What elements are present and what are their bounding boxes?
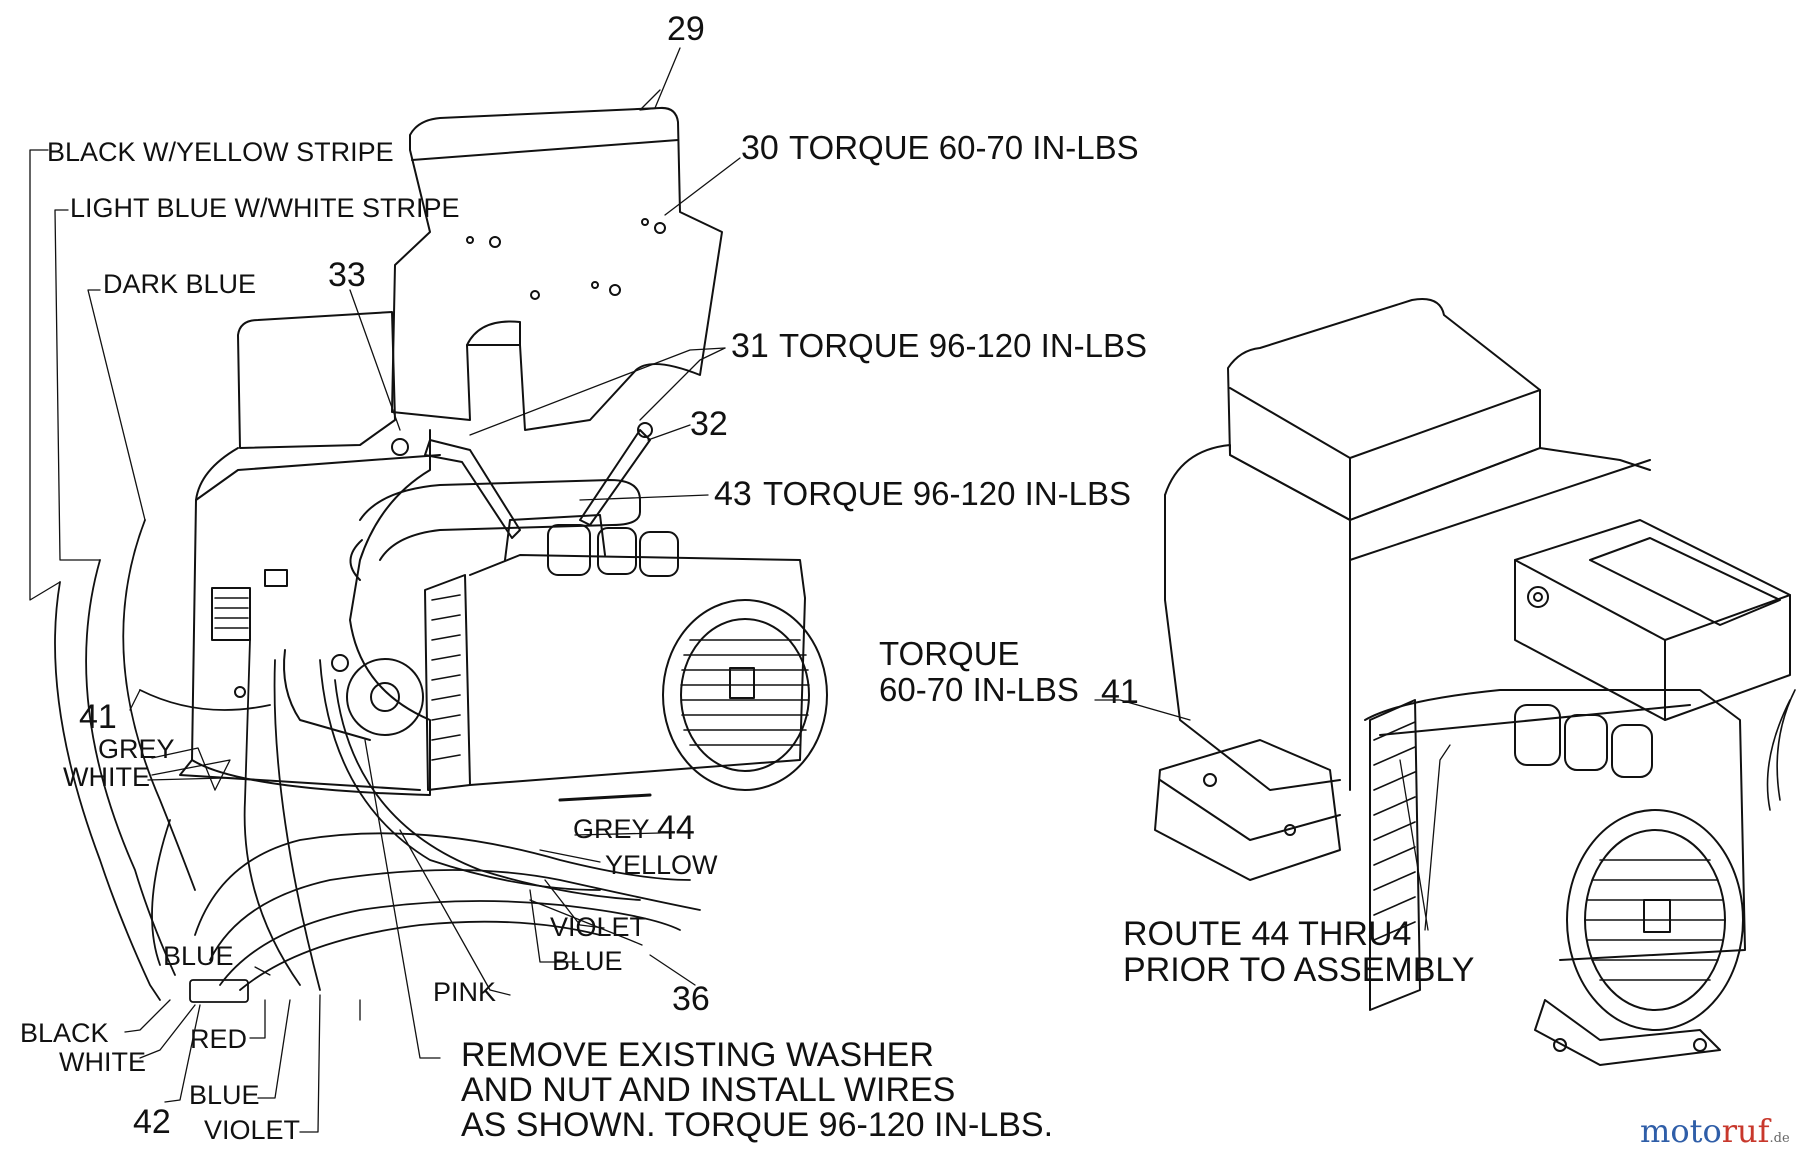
- logo-part-a: moto: [1640, 1112, 1722, 1150]
- shroud-notch: [466, 320, 521, 346]
- wire-connector: [189, 979, 249, 1003]
- callout-route-4: 4: [1392, 915, 1412, 953]
- logo-part-b: ruf: [1721, 1112, 1770, 1150]
- right-capacitors: [1514, 704, 1653, 778]
- label-dark-blue: DARK BLUE: [103, 269, 257, 299]
- base-plate: [1154, 739, 1341, 881]
- rectifier: [211, 587, 251, 641]
- label-pink: PINK: [433, 977, 497, 1007]
- end-bell: [662, 599, 828, 791]
- label-black: BLACK: [20, 1018, 109, 1048]
- label-blue-1: BLUE: [552, 946, 623, 976]
- note-remove-line1: REMOVE EXISTING WASHER: [461, 1036, 934, 1074]
- shroud-plate-ridge: [411, 139, 679, 161]
- generator-right: [1364, 689, 1746, 961]
- logo-suffix: .de: [1769, 1131, 1790, 1146]
- capacitors: [547, 524, 679, 577]
- label-blue-3: BLUE: [189, 1080, 260, 1110]
- label-yellow: YELLOW: [605, 850, 718, 880]
- note-remove-line2: AND NUT AND INSTALL WIRES: [461, 1071, 956, 1109]
- leader-lines-right: [1094, 699, 1451, 931]
- right-louvered-side: [1369, 699, 1421, 1011]
- callout-29: 29: [667, 10, 705, 48]
- shroud-plate-29: [391, 106, 723, 431]
- blower-box-top: [1227, 298, 1541, 521]
- leader-lines-left: [29, 47, 741, 1133]
- callout-43: 43: [714, 475, 752, 513]
- plug: [264, 569, 288, 587]
- callout-36: 36: [672, 980, 710, 1018]
- torque-43: TORQUE 96-120 IN-LBS: [763, 475, 1132, 512]
- note-route-text: ROUTE 44 THRU: [1123, 915, 1393, 953]
- end-bell-grille: [680, 639, 810, 746]
- muffler-tube: [359, 479, 641, 561]
- bracket-31: [424, 439, 521, 539]
- blower-housing: [237, 311, 396, 449]
- label-grey-2: GREY: [573, 814, 650, 844]
- torque-41-line1: TORQUE: [879, 635, 1020, 672]
- label-black-yellow-stripe: BLACK W/YELLOW STRIPE: [47, 137, 394, 167]
- callout-33: 33: [328, 256, 366, 294]
- right-lower-base: [1534, 999, 1721, 1066]
- lower-frame: [179, 759, 421, 791]
- control-panel: [1589, 537, 1781, 626]
- note-remove-line3: AS SHOWN. TORQUE 96-120 IN-LBS.: [461, 1106, 1054, 1144]
- note-route-line2: PRIOR TO ASSEMBLY: [1123, 951, 1475, 989]
- engine-block: [191, 429, 431, 796]
- control-box: [1514, 519, 1791, 721]
- label-grey-1: GREY: [98, 734, 175, 764]
- callout-42: 42: [133, 1103, 171, 1141]
- callout-44: 44: [657, 809, 695, 847]
- wire-harness: [54, 519, 701, 1003]
- callout-31: 31: [731, 327, 769, 365]
- note-route-line1: ROUTE 44 THRU4: [1123, 917, 1411, 952]
- torque-31: TORQUE 96-120 IN-LBS: [779, 327, 1148, 364]
- label-violet-1: VIOLET: [550, 912, 647, 942]
- right-assembly-view: [1154, 298, 1796, 1066]
- torque-41-line2: 60-70 IN-LBS: [879, 671, 1079, 708]
- label-violet-2: VIOLET: [204, 1115, 301, 1145]
- label-light-blue-white-stripe: LIGHT BLUE W/WHITE STRIPE: [70, 193, 460, 223]
- watermark-logo: motoruf.de: [1640, 1112, 1790, 1150]
- pulley: [346, 658, 424, 736]
- label-red: RED: [190, 1024, 248, 1054]
- label-white-1: WHITE: [63, 762, 150, 792]
- engine-side: [195, 454, 441, 501]
- torque-30: TORQUE 60-70 IN-LBS: [789, 129, 1139, 166]
- label-blue-2: BLUE: [163, 941, 234, 971]
- callout-41-right: 41: [1101, 673, 1139, 711]
- callout-41-left: 41: [79, 698, 117, 736]
- side-louvers: [431, 594, 461, 761]
- callout-30: 30: [741, 129, 779, 167]
- generator-body: [469, 554, 806, 786]
- callout-32: 32: [690, 405, 728, 443]
- engine-body-right: [1164, 444, 1651, 521]
- right-end-bell: [1566, 809, 1744, 1031]
- left-engine-assembly: [179, 106, 828, 802]
- label-white-2: WHITE: [59, 1047, 146, 1077]
